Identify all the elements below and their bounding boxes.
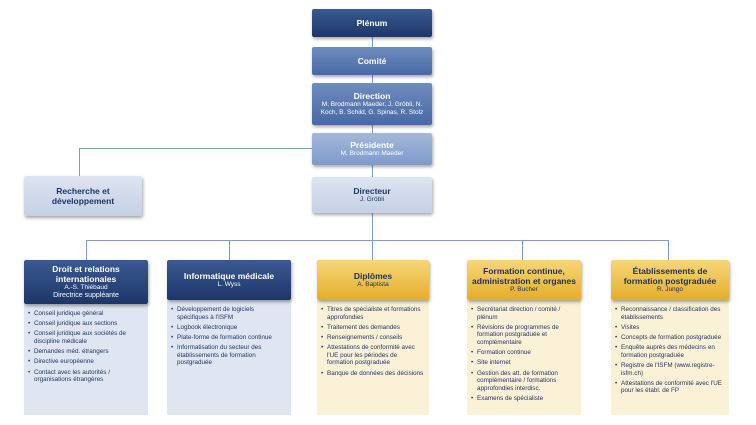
connector-recherche-vertical	[79, 148, 80, 176]
dept-informatique-list: Développement de logiciels spécifiques à…	[171, 306, 287, 367]
list-item: Logbook électronique	[171, 324, 287, 332]
list-item: Titres de spécialiste et formations appr…	[321, 306, 425, 321]
list-item: Secrétariat direction / comité / plénum	[471, 306, 577, 321]
list-item: Contact avec les autorités / organisatio…	[28, 369, 144, 384]
dept-droit-role: Directrice suppléante	[53, 292, 119, 299]
dept-formation-header: Formation continue, administration et or…	[467, 260, 581, 300]
list-item: Conseil juridique général	[28, 310, 144, 318]
dept-diplomes-title: Diplômes	[353, 271, 393, 281]
dept-informatique-panel: Développement de logiciels spécifiques à…	[167, 300, 291, 415]
list-item: Informatisation du secteur des établisse…	[171, 344, 287, 367]
dept-informatique-title: Informatique médicale	[183, 271, 275, 281]
list-item: Développement de logiciels spécifiques à…	[171, 306, 287, 321]
dept-droit-title: Droit et relations internationales	[52, 264, 120, 284]
list-item: Traitement des demandes	[321, 324, 425, 332]
dept-diplomes-person: A. Baptista	[357, 281, 389, 288]
list-item: Conseil juridique aux sections	[28, 320, 144, 328]
recherche-title: Recherche et développement	[51, 186, 115, 206]
list-item: Directive européenne	[28, 358, 144, 366]
dept-etablissements-list: Reconnaissance / classification des étab…	[615, 306, 725, 395]
connector-departments-horizontal	[86, 240, 668, 241]
presidente-box: Présidente M. Brodmann Maeder	[312, 133, 432, 165]
dept-informatique-person: L. Wyss	[217, 281, 241, 288]
list-item: Plate-forme de formation continue	[171, 334, 287, 342]
dept-etablissements-person: R. Jungo	[656, 286, 684, 293]
directeur-name: J. Gröbli	[359, 196, 385, 203]
list-item: Demandes méd. étrangers	[28, 348, 144, 356]
connector-dept-3	[372, 240, 373, 260]
dept-informatique-header: Informatique médicale L. Wyss	[167, 260, 291, 300]
dept-droit-panel: Conseil juridique général Conseil juridi…	[24, 304, 148, 415]
dept-diplomes-panel: Titres de spécialiste et formations appr…	[317, 300, 429, 415]
list-item: Gestion des att. de formation complément…	[471, 370, 577, 393]
dept-formation-person: P. Bucher	[510, 286, 538, 293]
list-item: Reconnaissance / classification des étab…	[615, 306, 725, 321]
comite-box: Comité	[312, 47, 432, 75]
list-item: Enquête auprès des médecins en formation…	[615, 344, 725, 359]
connector-recherche-horizontal	[79, 148, 321, 149]
direction-title: Direction	[353, 91, 391, 101]
dept-etablissements-title: Établissements de formation postgraduée	[623, 266, 717, 286]
dept-diplomes-list: Titres de spécialiste et formations appr…	[321, 306, 425, 377]
comite-title: Comité	[357, 56, 387, 66]
list-item: Formation continue	[471, 349, 577, 357]
directeur-box: Directeur J. Gröbli	[312, 177, 432, 213]
list-item: Banque de données des décisions	[321, 370, 425, 378]
connector-dept-5	[668, 240, 669, 260]
dept-formation-panel: Secrétariat direction / comité / plénum …	[467, 300, 581, 415]
dept-formation-list: Secrétariat direction / comité / plénum …	[471, 306, 577, 403]
connector-dept-2	[229, 240, 230, 260]
presidente-name: M. Brodmann Maeder	[340, 150, 404, 157]
dept-droit-list: Conseil juridique général Conseil juridi…	[28, 310, 144, 384]
dept-diplomes-header: Diplômes A. Baptista	[317, 260, 429, 300]
connector-directeur-down	[372, 213, 373, 240]
dept-formation-title: Formation continue, administration et or…	[472, 266, 576, 286]
plenum-title: Plénum	[356, 18, 388, 28]
list-item: Révisions de programmes de formation pos…	[471, 324, 577, 347]
direction-members: M. Brodmann Maeder, J. Gröbli, N. Koch, …	[320, 101, 424, 116]
dept-droit-header: Droit et relations internationales A.-S.…	[24, 260, 148, 304]
presidente-title: Présidente	[350, 140, 394, 150]
list-item: Attestations de conformité avec l'UE pou…	[321, 344, 425, 367]
list-item: Visites	[615, 324, 725, 332]
dept-etablissements-panel: Reconnaissance / classification des étab…	[611, 300, 729, 415]
list-item: Renseignements / conseils	[321, 334, 425, 342]
recherche-box: Recherche et développement	[24, 176, 142, 216]
list-item: Examens de spécialiste	[471, 395, 577, 403]
plenum-box: Plénum	[312, 9, 432, 37]
list-item: Registre de l'ISFM (www.registre-isfm.ch…	[615, 362, 725, 377]
connector-dept-1	[86, 240, 87, 260]
list-item: Site internet	[471, 359, 577, 367]
dept-droit-person: A.-S. Thiébaud	[64, 284, 108, 291]
dept-etablissements-header: Établissements de formation postgraduée …	[611, 260, 729, 300]
list-item: Conseil juridique aux sociétés de discip…	[28, 330, 144, 345]
direction-box: Direction M. Brodmann Maeder, J. Gröbli,…	[312, 83, 432, 125]
list-item: Attestations de conformité avec l'UE pou…	[615, 380, 725, 395]
connector-dept-4	[522, 240, 523, 260]
list-item: Concepts de formation postgraduée	[615, 334, 725, 342]
directeur-title: Directeur	[353, 186, 391, 196]
